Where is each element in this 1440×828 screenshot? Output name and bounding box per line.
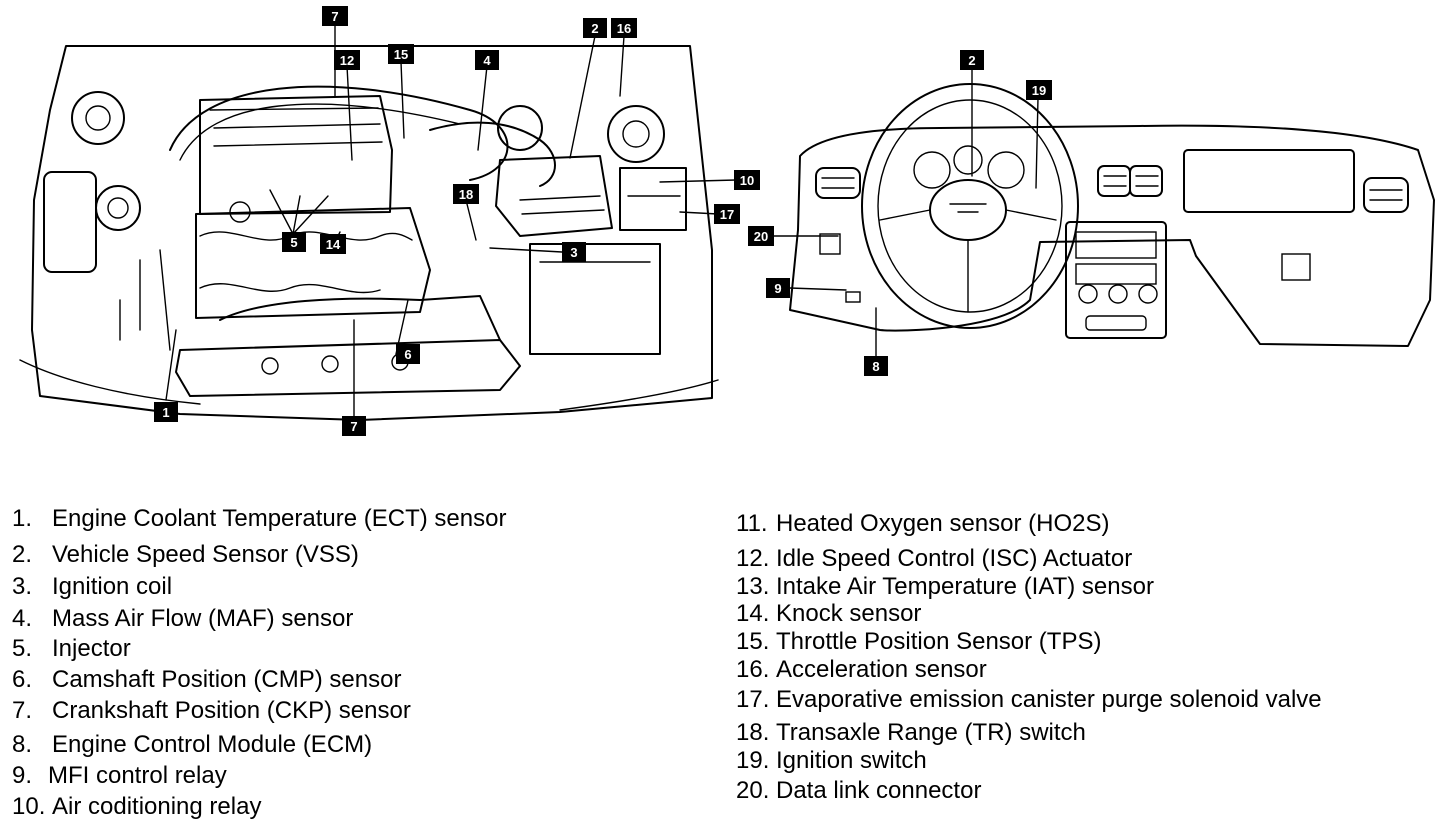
svg-text:7: 7 bbox=[331, 9, 338, 24]
legend-item: 17.Evaporative emission canister purge s… bbox=[736, 686, 1322, 713]
svg-text:16: 16 bbox=[617, 21, 631, 36]
engine-bay-illustration bbox=[19, 23, 737, 421]
legend-item: 7.Crankshaft Position (CKP) sensor bbox=[12, 697, 411, 724]
svg-text:5: 5 bbox=[290, 235, 297, 250]
legend-item: 5.Injector bbox=[12, 635, 131, 662]
svg-text:15: 15 bbox=[394, 47, 408, 62]
component-location-diagram: 7 2 16 12 15 4 10 18 17 5 14 3 bbox=[19, 6, 1435, 436]
svg-text:2: 2 bbox=[968, 53, 975, 68]
legend-item: 16.Acceleration sensor bbox=[736, 656, 987, 683]
legend-item: 3.Ignition coil bbox=[12, 573, 173, 600]
legend-item: 13.Intake Air Temperature (IAT) sensor bbox=[736, 573, 1154, 600]
svg-text:1: 1 bbox=[162, 405, 169, 420]
dashboard-illustration bbox=[773, 67, 1435, 359]
callout-20: 20 bbox=[748, 226, 774, 246]
callout-3: 3 bbox=[562, 242, 586, 262]
svg-text:6: 6 bbox=[404, 347, 411, 362]
legend-item: 9.MFI control relay bbox=[12, 762, 227, 789]
callout-15: 15 bbox=[388, 44, 414, 64]
callout-9: 9 bbox=[766, 278, 790, 298]
callout-18: 18 bbox=[453, 184, 479, 204]
svg-text:2: 2 bbox=[591, 21, 598, 36]
svg-text:12: 12 bbox=[340, 53, 354, 68]
svg-text:9: 9 bbox=[774, 281, 781, 296]
callout-2-dash: 2 bbox=[960, 50, 984, 70]
callout-8: 8 bbox=[864, 356, 888, 376]
legend-item: 2.Vehicle Speed Sensor (VSS) bbox=[12, 541, 359, 568]
legend-item: 15.Throttle Position Sensor (TPS) bbox=[736, 628, 1102, 655]
callout-17: 17 bbox=[714, 204, 740, 224]
callout-12: 12 bbox=[334, 50, 360, 70]
callout-16: 16 bbox=[611, 18, 637, 38]
callout-4: 4 bbox=[475, 50, 499, 70]
callout-5: 5 bbox=[282, 232, 306, 252]
callout-10: 10 bbox=[734, 170, 760, 190]
legend-item: 1.Engine Coolant Temperature (ECT) senso… bbox=[12, 505, 507, 532]
legend-item: 8.Engine Control Module (ECM) bbox=[12, 731, 373, 758]
svg-text:14: 14 bbox=[326, 237, 341, 252]
svg-text:7: 7 bbox=[350, 419, 357, 434]
svg-text:18: 18 bbox=[459, 187, 473, 202]
svg-text:19: 19 bbox=[1032, 83, 1046, 98]
callout-14: 14 bbox=[320, 234, 346, 254]
callout-2-engine: 2 bbox=[583, 18, 607, 38]
legend-item: 6.Camshaft Position (CMP) sensor bbox=[12, 666, 402, 693]
svg-text:20: 20 bbox=[754, 229, 768, 244]
legend-item: 12.Idle Speed Control (ISC) Actuator bbox=[736, 545, 1133, 572]
legend-item: 10.Air coditioning relay bbox=[12, 793, 262, 820]
legend-item: 4.Mass Air Flow (MAF) sensor bbox=[12, 605, 354, 632]
legend-item: 14.Knock sensor bbox=[736, 600, 922, 627]
svg-text:17: 17 bbox=[720, 207, 734, 222]
callout-19: 19 bbox=[1026, 80, 1052, 100]
callout-6: 6 bbox=[396, 344, 420, 364]
svg-text:10: 10 bbox=[740, 173, 754, 188]
callout-1: 1 bbox=[154, 402, 178, 422]
legend-item: 18.Transaxle Range (TR) switch bbox=[736, 719, 1086, 746]
callout-7-bottom: 7 bbox=[342, 416, 366, 436]
legend-item: 20.Data link connector bbox=[736, 777, 982, 804]
legend-item: 19.Ignition switch bbox=[736, 747, 927, 774]
svg-text:4: 4 bbox=[483, 53, 491, 68]
legend-item: 11.Heated Oxygen sensor (HO2S) bbox=[736, 510, 1110, 537]
callout-7-top: 7 bbox=[322, 6, 348, 26]
svg-text:8: 8 bbox=[872, 359, 879, 374]
svg-text:3: 3 bbox=[570, 245, 577, 260]
